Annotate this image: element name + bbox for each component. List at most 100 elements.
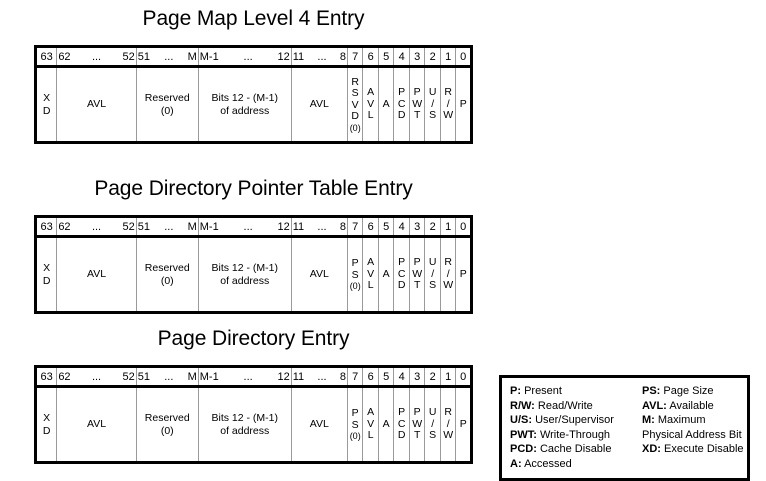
bit-number: 4	[398, 371, 405, 383]
field-label-line: W	[443, 279, 454, 292]
field-label-line: X	[43, 412, 51, 424]
legend-entry: P: Present	[510, 384, 642, 399]
field-label-line: V	[367, 417, 375, 430]
field-label-line: W	[412, 97, 423, 110]
field-label-line: P	[398, 256, 406, 269]
legend-entry: PWT: Write-Through	[510, 428, 642, 443]
field-label-line: A	[367, 406, 375, 419]
bit-number: 2	[429, 371, 436, 383]
bit-number-high: 8	[339, 51, 346, 63]
field-cell: A	[377, 66, 395, 143]
field-label-line: V	[351, 98, 359, 111]
field-label-line: Bits 12 - (M-1)	[211, 262, 278, 274]
bit-number-cell: 3	[408, 216, 426, 238]
bit-number-low: 51	[137, 51, 150, 63]
bit-range-ellipsis: ...	[164, 221, 174, 233]
bit-number-cell: 51... M	[135, 216, 199, 238]
field-label-line: of address	[220, 424, 270, 437]
bit-number-high: 12	[277, 221, 290, 233]
legend-entry: U/S: User/Supervisor	[510, 413, 642, 428]
legend-abbr: PS:	[642, 385, 661, 397]
bit-number: 0	[460, 51, 467, 63]
field-label-line: R	[444, 256, 452, 269]
bit-number: 5	[383, 371, 390, 383]
bit-range: 6	[364, 51, 377, 63]
field-label: Bits 12 - (M-1)of address	[199, 92, 291, 117]
legend-text: Present	[524, 385, 562, 397]
field-label-line: (0)	[349, 122, 361, 133]
legend-text: Read/Write	[537, 399, 593, 412]
field-label: R/W	[441, 257, 456, 292]
legend-abbr: XD:	[642, 443, 661, 456]
bit-number-low: 51	[137, 221, 150, 233]
bit-range-ellipsis: ...	[243, 51, 253, 63]
field-label-line: U	[428, 86, 437, 99]
field-label: P	[456, 98, 470, 111]
field-label-line: D	[42, 274, 51, 287]
field-label-line: /	[446, 417, 450, 430]
bit-number-high: M	[187, 221, 197, 233]
field-cell: Reserved(0)	[135, 386, 199, 463]
bit-number: 6	[367, 51, 374, 63]
bit-range: M-1...12	[200, 371, 290, 383]
bit-number-cell: 63	[34, 366, 58, 388]
bit-number-low: 11	[292, 51, 305, 63]
field-label-line: A	[367, 86, 375, 99]
field-label-line: X	[43, 262, 51, 274]
bit-number-cell: 4	[393, 216, 410, 238]
bit-range: 7	[349, 51, 362, 63]
diagram-title: Page Directory Pointer Table Entry	[94, 177, 413, 200]
field-label-line: S	[429, 279, 437, 292]
field-label-line: D	[42, 104, 51, 117]
bit-number-cell: 3	[408, 46, 426, 68]
bit-number-cell: 7	[346, 46, 364, 68]
field-label-line: S	[351, 87, 359, 99]
field-label: P	[456, 418, 470, 431]
bit-number: 2	[429, 221, 436, 233]
bit-number-cell: 6	[362, 366, 379, 388]
bit-number-high: M	[187, 371, 197, 383]
field-cell: R/W	[439, 66, 457, 143]
bit-range: 5	[380, 221, 393, 233]
field-label-line: Reserved	[144, 92, 190, 104]
field-label-line: S	[429, 109, 437, 122]
field-cell: U/S	[424, 386, 441, 463]
bit-number: 1	[445, 371, 452, 383]
bit-range: 5	[380, 371, 393, 383]
bit-number-high: 52	[122, 221, 135, 233]
field-label-line: R	[351, 75, 359, 88]
field-label-line: /	[431, 417, 435, 430]
bit-number-cell: 11...8	[290, 366, 348, 388]
field-label-line: AVL	[309, 98, 329, 111]
field-label-line: W	[443, 109, 454, 122]
bit-range: 3	[411, 51, 424, 63]
field-label-line: /	[446, 267, 450, 280]
field-label: AVL	[292, 98, 347, 111]
bit-range-ellipsis: ...	[243, 371, 253, 383]
legend-abbr: AVL:	[642, 399, 667, 412]
bit-number-cell: 6	[362, 46, 379, 68]
field-label-line: P	[398, 86, 406, 99]
bit-number-cell: 5	[377, 46, 395, 68]
bit-number-low: 11	[292, 371, 305, 383]
field-label-line: X	[43, 92, 51, 104]
field-label-line: P	[398, 406, 406, 419]
bit-range: 1	[442, 221, 455, 233]
field-label-line: T	[413, 279, 421, 292]
field-cell: P	[455, 386, 472, 463]
field-label-line: AVL	[86, 268, 107, 281]
bit-number: 63	[40, 51, 53, 63]
